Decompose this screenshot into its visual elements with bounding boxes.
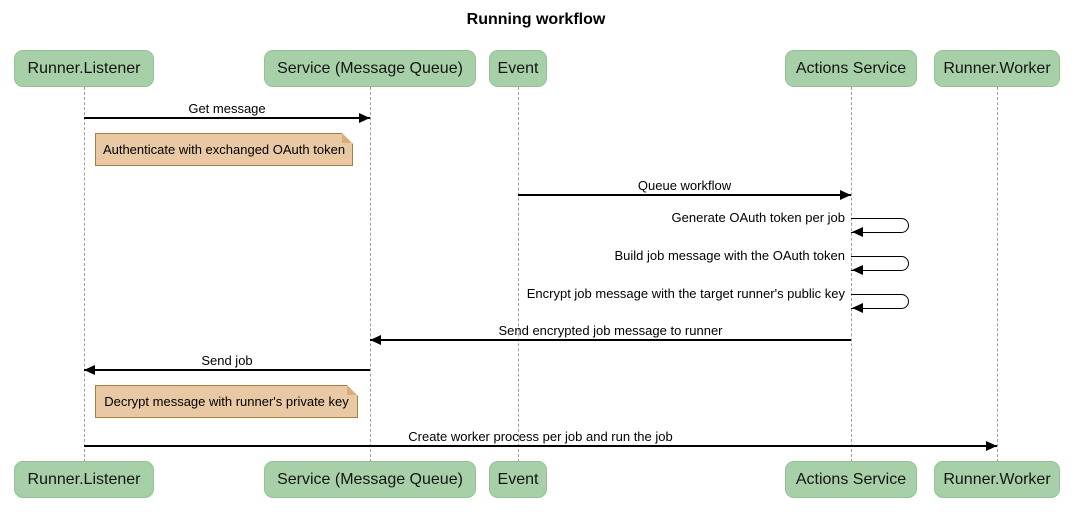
self-loop-build-job-message xyxy=(851,256,909,271)
arrowhead-right xyxy=(986,441,997,451)
message-label-send-encrypted-job-message: Send encrypted job message to runner xyxy=(498,323,723,338)
lifeline-runner-worker xyxy=(997,87,998,462)
message-label-build-job-message: Build job message with the OAuth token xyxy=(614,248,845,263)
arrowhead-left xyxy=(852,227,863,237)
message-label-create-worker-process: Create worker process per job and run th… xyxy=(408,429,673,444)
lifeline-service-message-queue xyxy=(370,87,371,462)
participant-label: Runner.Worker xyxy=(943,470,1051,488)
arrowhead-right xyxy=(359,113,370,123)
note-decrypt: Decrypt message with runner's private ke… xyxy=(95,385,358,418)
lifeline-actions-service xyxy=(851,87,852,462)
message-line-queue-workflow xyxy=(518,194,851,196)
participant-service-message-queue-top: Service (Message Queue) xyxy=(264,50,476,87)
participant-actions-service-bottom: Actions Service xyxy=(785,461,917,498)
message-label-send-job: Send job xyxy=(201,353,253,368)
arrowhead-left xyxy=(84,365,95,375)
note-label: Authenticate with exchanged OAuth token xyxy=(102,142,346,157)
participant-label: Event xyxy=(497,59,539,77)
note-authenticate: Authenticate with exchanged OAuth token xyxy=(95,133,353,166)
participant-label: Event xyxy=(497,470,539,488)
participant-label: Actions Service xyxy=(795,59,907,77)
message-label-generate-oauth-token: Generate OAuth token per job xyxy=(671,210,845,225)
participant-label: Runner.Listener xyxy=(27,59,141,77)
participant-label: Runner.Listener xyxy=(27,470,141,488)
self-loop-generate-oauth-token xyxy=(851,218,909,233)
message-line-get-message xyxy=(84,117,370,119)
message-line-send-encrypted-job-message xyxy=(370,339,851,341)
message-line-send-job xyxy=(84,369,370,371)
participant-event-bottom: Event xyxy=(489,461,547,498)
note-label: Decrypt message with runner's private ke… xyxy=(104,394,349,409)
participant-runner-listener-top: Runner.Listener xyxy=(14,50,154,87)
participant-actions-service-top: Actions Service xyxy=(785,50,917,87)
participant-runner-listener-bottom: Runner.Listener xyxy=(14,461,154,498)
arrowhead-right xyxy=(840,190,851,200)
lifeline-runner-listener xyxy=(84,87,85,462)
lifeline-event xyxy=(518,87,519,462)
message-label-queue-workflow: Queue workflow xyxy=(637,178,732,193)
message-label-encrypt-job-message: Encrypt job message with the target runn… xyxy=(526,286,845,301)
message-label-get-message: Get message xyxy=(188,101,266,116)
arrowhead-left xyxy=(852,265,863,275)
participant-label: Runner.Worker xyxy=(943,59,1051,77)
participant-label: Service (Message Queue) xyxy=(277,59,463,77)
participant-runner-worker-bottom: Runner.Worker xyxy=(934,461,1060,498)
participant-service-message-queue-bottom: Service (Message Queue) xyxy=(264,461,476,498)
participant-runner-worker-top: Runner.Worker xyxy=(934,50,1060,87)
participant-event-top: Event xyxy=(489,50,547,87)
diagram-title: Running workflow xyxy=(466,11,606,28)
participant-label: Service (Message Queue) xyxy=(277,470,463,488)
self-loop-encrypt-job-message xyxy=(851,294,909,309)
participant-label: Actions Service xyxy=(795,470,907,488)
message-line-create-worker-process xyxy=(84,445,997,447)
arrowhead-left xyxy=(370,335,381,345)
arrowhead-left xyxy=(852,303,863,313)
